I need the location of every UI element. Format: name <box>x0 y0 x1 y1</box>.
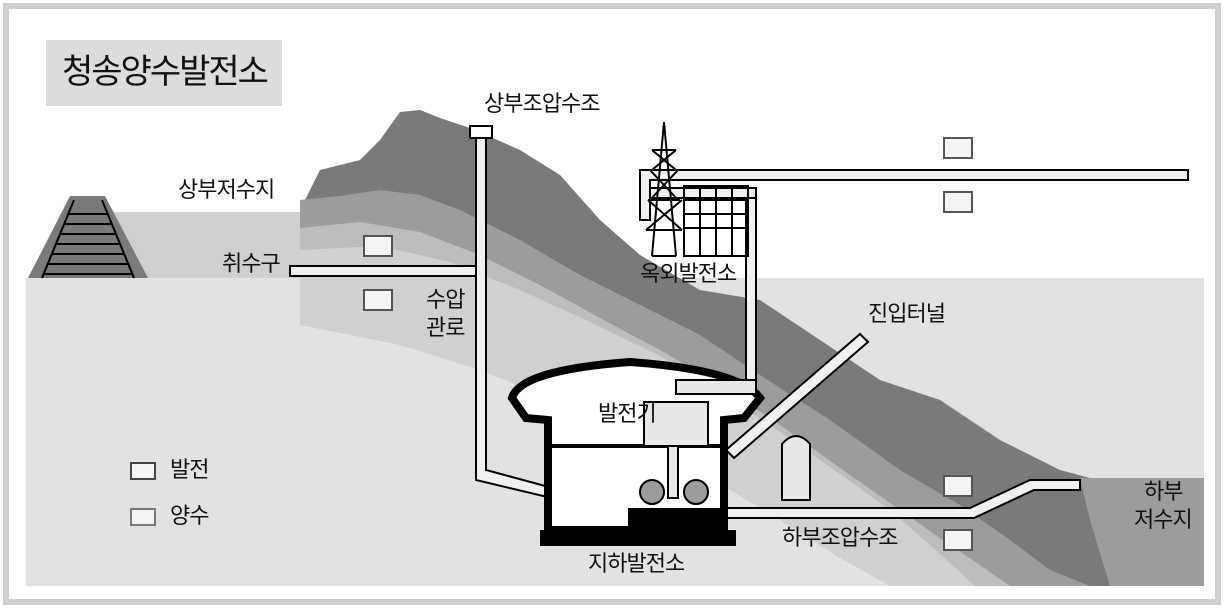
powerhouse-block <box>628 508 724 530</box>
marker-generation <box>943 475 973 497</box>
substation-icon <box>683 185 749 257</box>
marker-pumping <box>943 529 973 551</box>
diagram-title: 청송양수발전소 <box>62 52 269 92</box>
label-outdoor-substation: 옥외발전소 <box>640 262 737 287</box>
turbine-left <box>639 479 665 505</box>
generator-duct <box>675 379 757 395</box>
cable-tunnel-top <box>639 169 1189 221</box>
label-underground-powerhouse: 지하발전소 <box>588 552 685 577</box>
cable-horizontal <box>649 187 757 199</box>
lower-reservoir-water <box>1080 478 1204 586</box>
label-lower-reservoir-1: 하부 <box>1144 480 1183 505</box>
legend-pumping: 양수 <box>170 504 209 529</box>
label-generator: 발전기 <box>598 402 657 427</box>
marker-generation <box>363 235 393 257</box>
marker-generation <box>943 137 973 159</box>
generator-shape <box>643 401 709 447</box>
label-intake: 취수구 <box>222 252 281 277</box>
tailrace-tunnel <box>669 479 1081 519</box>
turbine-right <box>683 479 709 505</box>
flow-markers <box>363 137 973 551</box>
dam-ladder <box>41 199 135 279</box>
title-box <box>46 40 282 106</box>
label-upper-surge-tank: 상부조압수조 <box>484 92 600 117</box>
label-penstock-2: 관로 <box>426 316 465 341</box>
powerhouse-base <box>540 530 736 546</box>
label-lower-surge-tank: 하부조압수조 <box>782 526 898 551</box>
lower-surge-tank-shape <box>781 435 811 501</box>
upper-surge-tank-shape <box>469 125 493 139</box>
legend-generation: 발전 <box>170 458 209 483</box>
pylon-icon <box>645 121 683 257</box>
marker-pumping <box>363 289 393 311</box>
label-penstock-1: 수압 <box>426 288 465 313</box>
upper-reservoir-water <box>100 212 300 278</box>
generator-shaft <box>667 445 679 499</box>
access-tunnel-path <box>724 332 870 460</box>
label-access-tunnel: 진입터널 <box>868 302 946 327</box>
upper-dam <box>28 196 148 278</box>
light-outlined-square-icon <box>130 508 156 526</box>
outlined-square-icon <box>130 462 156 480</box>
headrace-tunnel <box>289 265 479 277</box>
label-lower-reservoir-2: 저수지 <box>1134 508 1193 533</box>
label-upper-reservoir: 상부저수지 <box>178 178 275 203</box>
marker-pumping <box>943 191 973 213</box>
